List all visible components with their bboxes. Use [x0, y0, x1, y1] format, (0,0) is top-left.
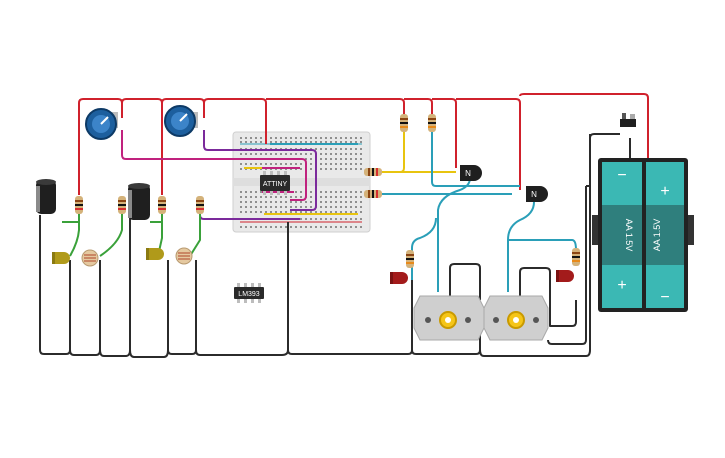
capacitor-2[interactable] [128, 183, 150, 220]
resistor-2[interactable] [118, 196, 126, 214]
resistor-3[interactable] [158, 196, 166, 214]
battery-pack[interactable]: − + + − AA 1.5V AA 1.5V [592, 158, 694, 312]
led-icon [392, 272, 408, 284]
cell-1-plus: + [617, 277, 626, 294]
capacitor-icon [36, 180, 56, 214]
led-icon [54, 252, 70, 264]
capacitor-icon [128, 184, 150, 220]
led-icon [148, 248, 164, 260]
wires-black [39, 133, 631, 358]
led-red-1[interactable] [390, 272, 408, 284]
cell-2-plus: + [660, 183, 669, 200]
slide-switch-icon [620, 119, 636, 127]
capacitor-1[interactable] [36, 179, 56, 214]
resistor-6[interactable] [428, 114, 436, 132]
lm393-chip[interactable]: LM393 [234, 283, 264, 303]
transistor-2[interactable]: N [526, 186, 548, 202]
resistors [75, 114, 580, 268]
attiny-chip[interactable]: ATTINY [260, 171, 290, 195]
transistor-1-label: N [465, 169, 471, 178]
wires-teal-yellow [244, 132, 577, 292]
resistor-9[interactable] [572, 248, 580, 266]
resistor-8[interactable] [364, 190, 382, 198]
dc-motor-2[interactable] [483, 295, 549, 341]
wires-red [78, 93, 649, 195]
led-red-2[interactable] [556, 270, 574, 282]
led-yellow-2[interactable] [146, 248, 164, 260]
led-icon [558, 270, 574, 282]
cell-2-minus: − [660, 289, 669, 306]
resistor-4[interactable] [196, 196, 204, 214]
transistor-icon [526, 186, 548, 202]
potentiometer-1[interactable] [85, 108, 118, 140]
resistor-1[interactable] [75, 196, 83, 214]
transistor-1[interactable]: N [460, 165, 482, 181]
resistor-7[interactable] [364, 168, 382, 176]
transistor-2-label: N [531, 190, 537, 199]
attiny-label: ATTINY [263, 181, 288, 188]
ldr-2[interactable] [175, 247, 193, 265]
ldr-1[interactable] [81, 249, 99, 267]
battery-cell-2-label: AA 1.5V [652, 219, 662, 252]
dc-motor-1[interactable] [413, 295, 485, 341]
resistor-10[interactable] [406, 250, 414, 268]
lm393-label: LM393 [238, 291, 260, 298]
slide-switch[interactable] [620, 113, 636, 127]
breadboard[interactable] [232, 131, 371, 233]
transistor-icon [460, 165, 482, 181]
cell-1-minus: − [617, 167, 626, 184]
potentiometer-2[interactable] [164, 105, 198, 137]
led-yellow-1[interactable] [52, 252, 70, 264]
battery-cell-1-label: AA 1.5V [624, 219, 634, 252]
resistor-5[interactable] [400, 114, 408, 132]
